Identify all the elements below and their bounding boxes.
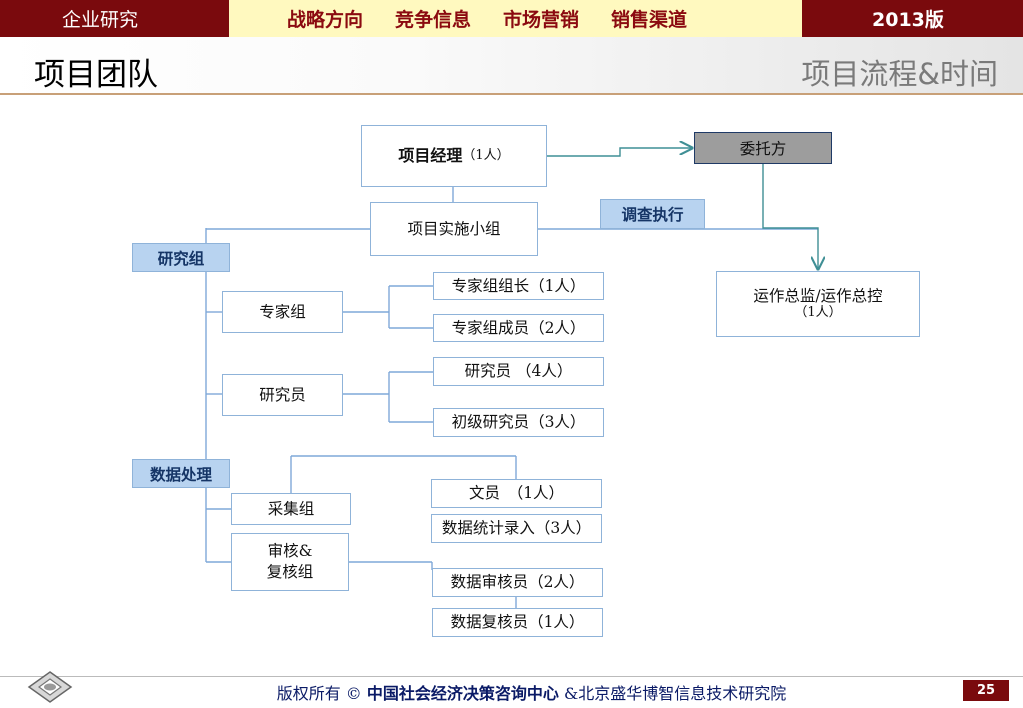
expert-member-label: 专家组成员（2人） xyxy=(451,318,586,337)
nav-item-marketing[interactable]: 市场营销 xyxy=(503,9,580,31)
nav-menu: 战略方向 竞争信息 市场营销 销售渠道 xyxy=(229,0,802,37)
data-rechecker-box: 数据复核员（1人） xyxy=(432,608,603,637)
edition-label: 2013版 xyxy=(802,0,1023,37)
expert-group-label: 专家组 xyxy=(259,302,306,321)
project-manager-count: （1人） xyxy=(462,148,510,164)
review-group-label-line2: 复核组 xyxy=(266,563,314,581)
top-nav: 企业研究 战略方向 竞争信息 市场营销 销售渠道 2013版 xyxy=(0,0,1023,37)
review-group-label-line1: 审核& xyxy=(267,542,313,561)
operations-director-label: 运作总监/运作总控 xyxy=(753,287,883,306)
expert-member-box: 专家组成员（2人） xyxy=(433,314,604,342)
survey-execution-label: 调查执行 xyxy=(621,206,684,224)
collection-group-box: 采集组 xyxy=(231,493,351,525)
collection-group-label: 采集组 xyxy=(267,499,315,518)
review-group-box: 审核& 复核组 xyxy=(231,533,349,591)
page-number: 25 xyxy=(963,680,1009,701)
researcher-group-box: 研究员 xyxy=(222,374,343,416)
footer-divider xyxy=(0,676,1023,677)
client-label: 委托方 xyxy=(739,140,787,158)
data-processing-label: 数据处理 xyxy=(149,465,212,484)
nav-item-competition[interactable]: 竞争信息 xyxy=(395,9,472,31)
nav-section-company-research[interactable]: 企业研究 xyxy=(0,0,229,37)
data-processing-tag: 数据处理 xyxy=(132,459,230,488)
research-group-label: 研究组 xyxy=(157,249,205,268)
page-title: 项目团队 xyxy=(34,57,158,93)
project-manager-label: 项目经理 xyxy=(398,146,463,166)
title-bar: 项目团队 项目流程&时间 xyxy=(0,37,1023,95)
copyright-org-secondary: &北京盛华博智信息技术研究院 xyxy=(558,684,787,703)
data-rechecker-label: 数据复核员（1人） xyxy=(450,613,585,632)
junior-researcher-box: 初级研究员（3人） xyxy=(433,408,604,437)
survey-execution-tag: 调查执行 xyxy=(600,199,705,229)
junior-researcher-label: 初级研究员（3人） xyxy=(451,413,586,432)
expert-leader-label: 专家组组长（1人） xyxy=(451,276,586,295)
project-implementation-group-label: 项目实施小组 xyxy=(407,219,501,238)
operations-director-count: （1人） xyxy=(794,305,842,321)
copyright-org-primary: 中国社会经济决策咨询中心 xyxy=(366,684,559,703)
project-implementation-group-box: 项目实施小组 xyxy=(370,202,538,256)
expert-group-box: 专家组 xyxy=(222,291,343,333)
nav-item-strategy[interactable]: 战略方向 xyxy=(287,9,364,31)
researcher-box: 研究员 （4人） xyxy=(433,357,604,386)
data-reviewer-box: 数据审核员（2人） xyxy=(432,568,603,597)
clerk-box: 文员 （1人） xyxy=(431,479,602,508)
researcher-label: 研究员 （4人） xyxy=(464,362,573,381)
data-entry-box: 数据统计录入（3人） xyxy=(431,514,602,543)
copyright-prefix: 版权所有 © xyxy=(276,684,367,703)
project-manager-box: 项目经理（1人） xyxy=(361,125,547,187)
research-group-tag: 研究组 xyxy=(132,243,230,272)
data-entry-label: 数据统计录入（3人） xyxy=(441,519,592,538)
data-reviewer-label: 数据审核员（2人） xyxy=(450,573,585,592)
client-box: 委托方 xyxy=(694,132,832,164)
operations-director-box: 运作总监/运作总控 （1人） xyxy=(716,271,920,337)
nav-item-sales-channel[interactable]: 销售渠道 xyxy=(611,9,688,31)
researcher-group-label: 研究员 xyxy=(259,385,306,404)
page-subtitle: 项目流程&时间 xyxy=(801,57,998,91)
logo-icon xyxy=(27,671,73,703)
expert-leader-box: 专家组组长（1人） xyxy=(433,272,604,300)
copyright-line: 版权所有 © 中国社会经济决策咨询中心 &北京盛华博智信息技术研究院 xyxy=(0,680,1023,704)
clerk-label: 文员 （1人） xyxy=(468,484,565,503)
